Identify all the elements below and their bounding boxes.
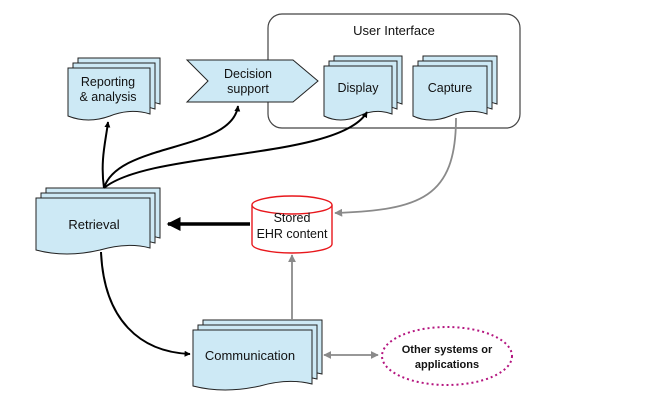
other-label-line2: applications [415,359,479,371]
other-label-line1: Other systems or [402,344,493,356]
arrow-capture-to-stored [334,117,457,217]
retrieval-label: Retrieval [68,217,119,232]
stored-label-line2: EHR content [257,227,328,241]
reporting-analysis-node: Reporting & analysis [67,57,161,121]
other-systems-node: Other systems or applications [381,326,513,386]
display-node: Display [323,55,403,121]
display-label: Display [338,81,380,95]
communication-node: Communication [192,319,323,391]
capture-node: Capture [412,55,498,121]
stored-ehr-content-node: Stored EHR content [251,195,333,254]
connectors [100,105,457,359]
reporting-label-line2: & analysis [80,90,137,104]
arrow-retrieval-to-decision [103,105,241,189]
arrow-retrieval-to-communication [100,251,191,357]
communication-label: Communication [205,348,295,363]
retrieval-node: Retrieval [35,187,161,255]
decision-support-node: Decision support [185,59,319,103]
decision-label-line1: Decision [224,67,272,81]
arrow-retrieval-to-reporting [101,121,111,189]
decision-label-line2: support [227,82,269,96]
stored-label-line1: Stored [274,211,311,225]
arrow-retrieval-to-display [103,111,368,189]
user-interface-label: User Interface [353,23,435,38]
reporting-label-line1: Reporting [81,75,135,89]
capture-label: Capture [428,81,473,95]
